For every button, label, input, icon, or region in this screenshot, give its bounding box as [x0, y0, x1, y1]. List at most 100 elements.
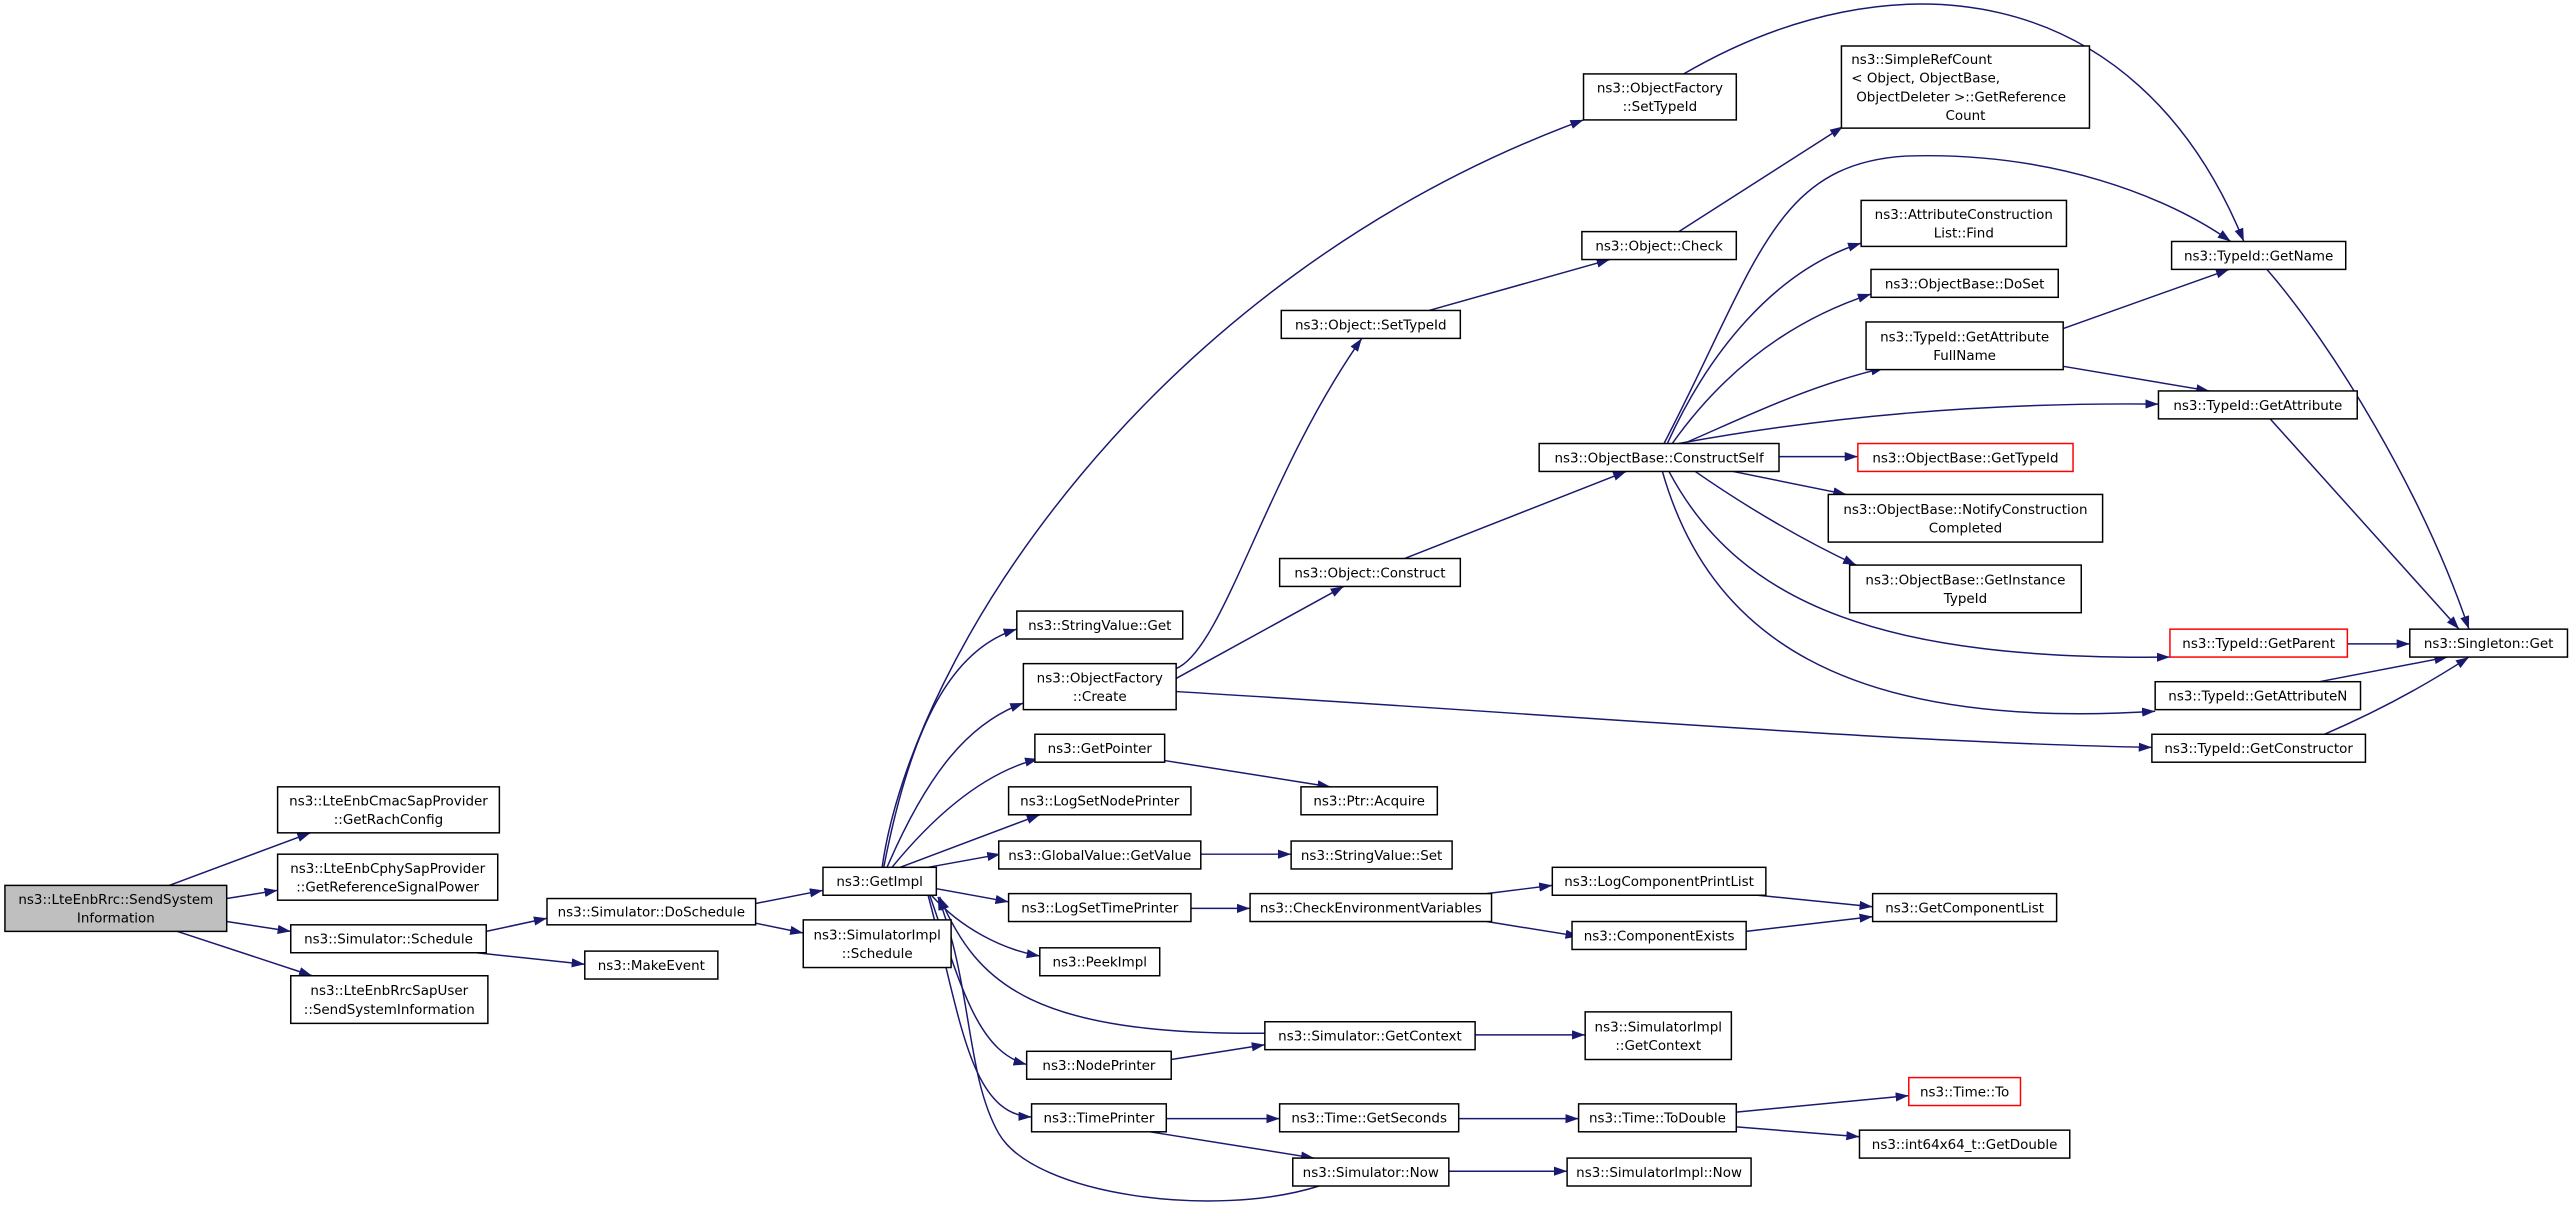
node-box[interactable] [2170, 240, 2347, 271]
node-box[interactable] [1908, 1076, 2022, 1107]
node-ns3-componentexists[interactable]: ns3::ComponentExists [1571, 920, 1747, 951]
node-box[interactable] [1857, 442, 2074, 473]
node-box[interactable] [1538, 442, 1780, 473]
node-box[interactable] [1865, 321, 2064, 371]
node-ns3-getimpl[interactable]: ns3::GetImpl [822, 866, 938, 896]
node-ns3-typeid-getattributen[interactable]: ns3::TypeId::GetAttributeN [2154, 680, 2362, 711]
node-box[interactable] [1264, 1020, 1476, 1051]
node-ns3-simulator-now[interactable]: ns3::Simulator::Now [1292, 1157, 1450, 1187]
node-ns3-lteenbrrcsapuser-sendsysteminformation[interactable]: ns3::LteEnbRrcSapUser::SendSystemInforma… [290, 975, 489, 1025]
node-ns3-peekimpl[interactable]: ns3::PeekImpl [1039, 947, 1161, 977]
node-box[interactable] [1871, 892, 2058, 923]
node-box[interactable] [1860, 199, 2068, 248]
node-ns3-object-construct[interactable]: ns3::Object::Construct [1278, 557, 1462, 588]
node-box[interactable] [1025, 1050, 1172, 1080]
node-ns3-typeid-getparent[interactable]: ns3::TypeId::GetParent [2169, 628, 2349, 658]
node-ns3-stringvalue-set[interactable]: ns3::StringValue::Set [1290, 840, 1453, 870]
call-edge [1404, 470, 1627, 560]
node-box[interactable] [2409, 628, 2569, 658]
node-box[interactable] [290, 924, 487, 954]
node-ns3-logsetnodeprinter[interactable]: ns3::LogSetNodePrinter [1007, 786, 1192, 816]
node-ns3-lteenbcmacsapprovider-getrachconfig[interactable]: ns3::LteEnbCmacSapProvider::GetRachConfi… [276, 786, 501, 834]
node-box[interactable] [1292, 1157, 1450, 1187]
node-box[interactable] [997, 840, 1202, 870]
node-ns3-simplerefcount-object-objectbase-objectdeleter-getreferencecount[interactable]: ns3::SimpleRefCount< Object, ObjectBase,… [1840, 45, 2091, 129]
node-ns3-object-settypeid[interactable]: ns3::Object::SetTypeId [1280, 309, 1462, 340]
node-ns3-nodeprinter[interactable]: ns3::NodePrinter [1025, 1050, 1172, 1080]
node-ns3-singleton-get[interactable]: ns3::Singleton::Get [2409, 628, 2569, 658]
node-box[interactable] [1280, 309, 1462, 340]
node-ns3-ptr-acquire[interactable]: ns3::Ptr::Acquire [1300, 786, 1439, 816]
node-box[interactable] [802, 919, 952, 969]
node-box[interactable] [1571, 920, 1747, 951]
node-box[interactable] [1278, 1103, 1460, 1133]
node-box[interactable] [2154, 680, 2362, 711]
node-ns3-typeid-getattribute[interactable]: ns3::TypeId::GetAttribute [2157, 390, 2358, 420]
node-box[interactable] [1581, 230, 1738, 261]
node-box[interactable] [276, 786, 501, 834]
node-ns3-lteenbcphysapprovider-getreferencesignalpower[interactable]: ns3::LteEnbCphySapProvider::GetReference… [276, 853, 499, 901]
call-edge [476, 952, 585, 968]
node-box[interactable] [1016, 610, 1184, 640]
node-box[interactable] [290, 975, 489, 1025]
node-ns3-objectfactory-create[interactable]: ns3::ObjectFactory::Create [1022, 662, 1177, 711]
node-ns3-getcomponentlist[interactable]: ns3::GetComponentList [1871, 892, 2058, 923]
node-ns3-simulator-getcontext[interactable]: ns3::Simulator::GetContext [1264, 1020, 1476, 1051]
node-ns3-logsettimeprinter[interactable]: ns3::LogSetTimePrinter [1007, 892, 1192, 923]
node-box[interactable] [1278, 557, 1462, 588]
node-ns3-simulatorimpl-now[interactable]: ns3::SimulatorImpl::Now [1566, 1157, 1752, 1187]
node-box[interactable] [276, 853, 499, 901]
node-ns3-logcomponentprintlist[interactable]: ns3::LogComponentPrintList [1551, 866, 1767, 896]
node-box[interactable] [1022, 662, 1177, 711]
node-ns3-objectbase-constructself[interactable]: ns3::ObjectBase::ConstructSelf [1538, 442, 1780, 473]
node-box[interactable] [584, 950, 719, 980]
node-ns3-simulatorimpl-schedule[interactable]: ns3::SimulatorImpl::Schedule [802, 919, 952, 969]
node-ns3-time-getseconds[interactable]: ns3::Time::GetSeconds [1278, 1103, 1460, 1133]
node-box[interactable] [1584, 1011, 1733, 1061]
node-ns3-time-to[interactable]: ns3::Time::To [1908, 1076, 2022, 1107]
node-box[interactable] [1290, 840, 1453, 870]
node-box[interactable] [1577, 1103, 1738, 1133]
node-box[interactable] [2169, 628, 2349, 658]
node-box[interactable] [2151, 733, 2367, 763]
node-ns3-object-check[interactable]: ns3::Object::Check [1581, 230, 1738, 261]
node-ns3-objectfactory-settypeid[interactable]: ns3::ObjectFactory::SetTypeId [1582, 73, 1738, 121]
node-ns3-getpointer[interactable]: ns3::GetPointer [1034, 733, 1166, 763]
node-ns3-makeevent[interactable]: ns3::MakeEvent [584, 950, 719, 980]
node-box[interactable] [1007, 786, 1192, 816]
node-box[interactable] [1858, 1129, 2071, 1159]
node-box[interactable] [1582, 73, 1738, 121]
node-ns3-simulator-doschedule[interactable]: ns3::Simulator::DoSchedule [546, 897, 757, 926]
node-box[interactable] [546, 897, 757, 926]
node-ns3-timeprinter[interactable]: ns3::TimePrinter [1030, 1103, 1168, 1133]
node-ns3-time-todouble[interactable]: ns3::Time::ToDouble [1577, 1103, 1738, 1133]
node-box[interactable] [1870, 268, 2059, 299]
node-ns3-int64x64-t-getdouble[interactable]: ns3::int64x64_t::GetDouble [1858, 1129, 2071, 1159]
node-box[interactable] [1848, 564, 2082, 614]
node-ns3-typeid-getname[interactable]: ns3::TypeId::GetName [2170, 240, 2347, 271]
node-box[interactable] [1827, 493, 2104, 543]
node-box[interactable] [2157, 390, 2358, 420]
node-box[interactable] [1030, 1103, 1168, 1133]
node-ns3-objectbase-gettypeid[interactable]: ns3::ObjectBase::GetTypeId [1857, 442, 2074, 473]
node-ns3-simulator-schedule[interactable]: ns3::Simulator::Schedule [290, 924, 487, 954]
node-box[interactable] [1039, 947, 1161, 977]
node-ns3-stringvalue-get[interactable]: ns3::StringValue::Get [1016, 610, 1184, 640]
node-ns3-globalvalue-getvalue[interactable]: ns3::GlobalValue::GetValue [997, 840, 1202, 870]
node-box[interactable] [1249, 892, 1493, 923]
node-box[interactable] [1300, 786, 1439, 816]
node-ns3-objectbase-notifyconstructioncompleted[interactable]: ns3::ObjectBase::NotifyConstructionCompl… [1827, 493, 2104, 543]
node-box[interactable] [1566, 1157, 1752, 1187]
node-box[interactable] [1034, 733, 1166, 763]
node-box[interactable] [1551, 866, 1767, 896]
node-ns3-objectbase-doset[interactable]: ns3::ObjectBase::DoSet [1870, 268, 2059, 299]
node-box[interactable] [1007, 892, 1192, 923]
node-ns3-typeid-getconstructor[interactable]: ns3::TypeId::GetConstructor [2151, 733, 2367, 763]
node-ns3-checkenvironmentvariables[interactable]: ns3::CheckEnvironmentVariables [1249, 892, 1493, 923]
node-box[interactable] [822, 866, 938, 896]
node-box[interactable] [1840, 45, 2091, 129]
node-ns3-simulatorimpl-getcontext[interactable]: ns3::SimulatorImpl::GetContext [1584, 1011, 1733, 1061]
